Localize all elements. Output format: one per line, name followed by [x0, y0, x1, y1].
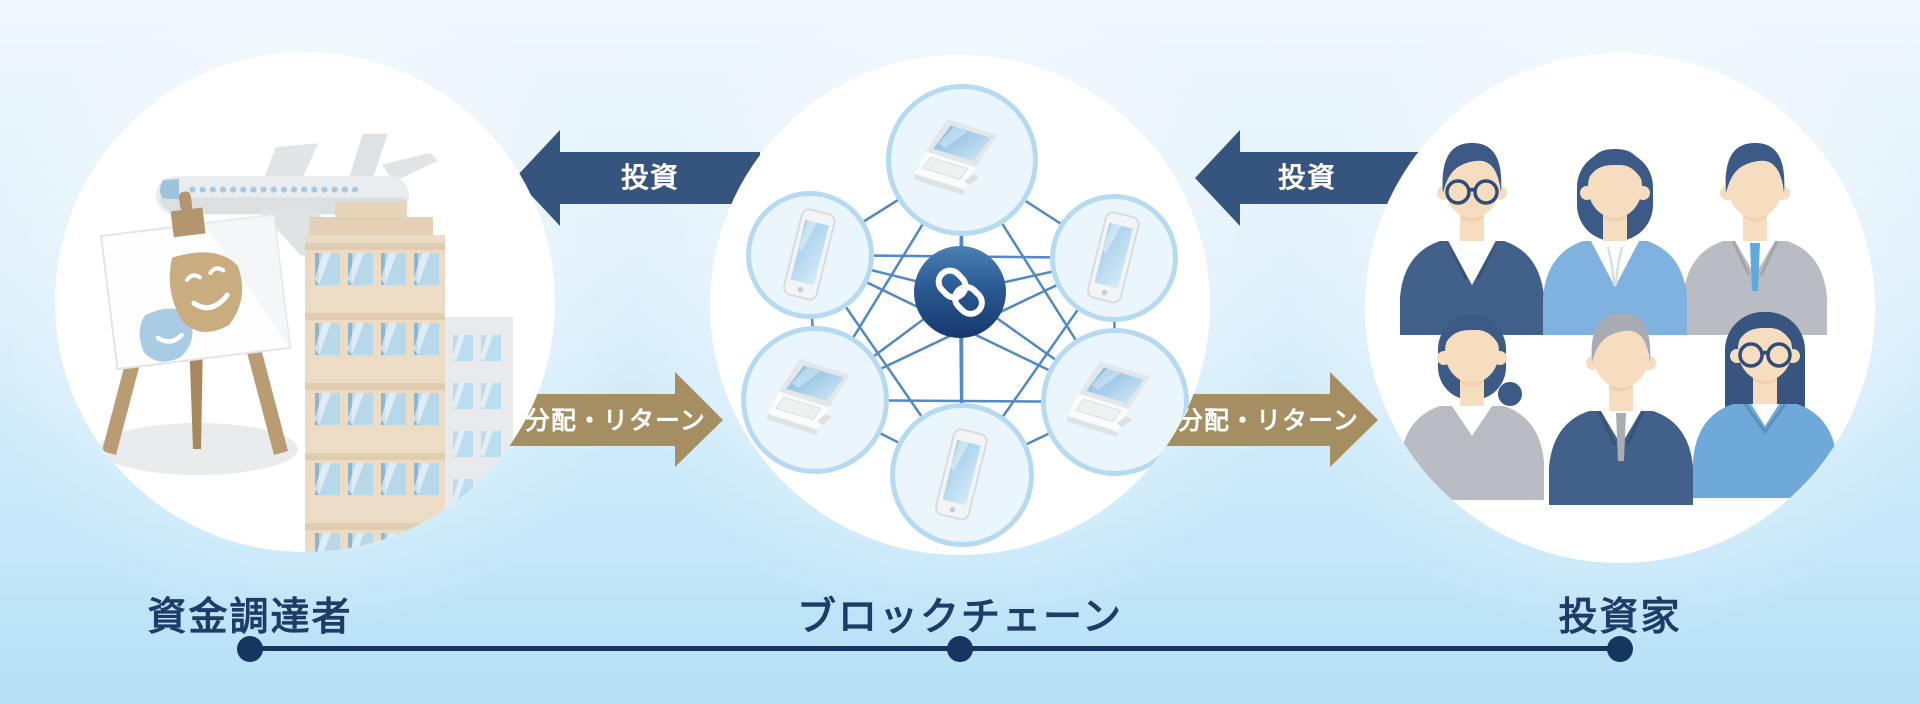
- investor-label: 投資家: [1558, 596, 1682, 639]
- node-upper-left: [746, 191, 874, 319]
- investors-circle: [1365, 53, 1875, 563]
- smartphone-icon: [1087, 210, 1140, 303]
- return-arrow-left-label: 分配・リターン: [525, 407, 706, 435]
- investor-woman-ponytail: [1392, 300, 1552, 500]
- office-building-icon: [295, 197, 525, 552]
- theater-masks-easel-icon: [80, 187, 310, 487]
- node-bottom: [890, 403, 1034, 547]
- investor-man-gray-hair: [1541, 305, 1701, 505]
- blockchain-hub: [914, 246, 1006, 338]
- laptop-icon: [1066, 361, 1151, 438]
- node-upper-right: [1050, 194, 1178, 322]
- chain-link-icon: [935, 267, 985, 317]
- investor-woman-glasses: [1685, 298, 1845, 498]
- fundraiser-label: 資金調達者: [147, 596, 353, 639]
- timeline-dot-blockchain: [947, 636, 973, 662]
- timeline-dot-investor: [1607, 636, 1633, 662]
- invest-arrow-right-label: 投資: [1277, 162, 1336, 193]
- timeline-line: [250, 646, 1620, 651]
- fundraiser-circle: [55, 52, 555, 552]
- smartphone-icon: [783, 207, 836, 300]
- blockchain-circle: [710, 55, 1210, 555]
- node-lower-right: [1041, 328, 1189, 476]
- timeline-dot-fundraiser: [237, 636, 263, 662]
- smartphone-icon: [935, 427, 988, 520]
- node-top: [886, 84, 1038, 236]
- blockchain-label: ブロックチェーン: [796, 596, 1124, 639]
- laptop-icon: [913, 119, 998, 196]
- node-lower-left: [741, 326, 889, 474]
- laptop-icon: [766, 359, 851, 436]
